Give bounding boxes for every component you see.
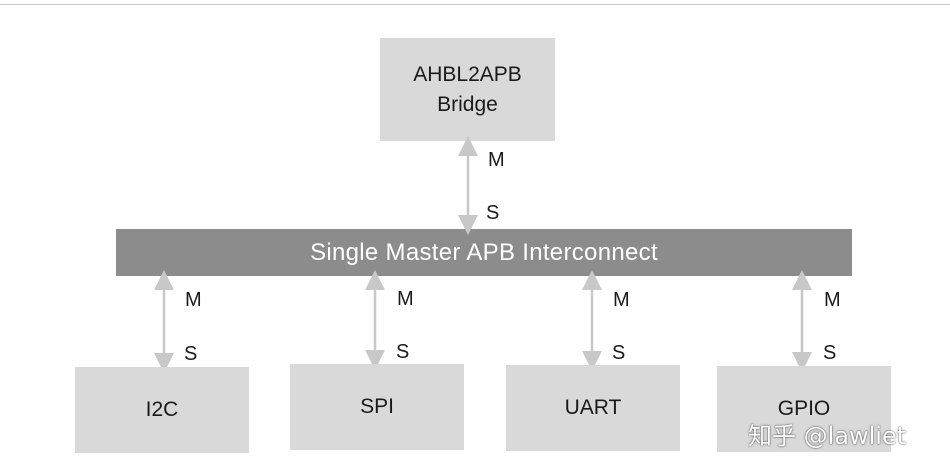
spi-master-port-label: M	[397, 288, 414, 310]
i2c-peripheral-box: I2C	[75, 367, 249, 453]
uart-label: UART	[564, 396, 622, 419]
ahbl2apb-bridge-box: AHBL2APB Bridge	[380, 38, 555, 141]
gpio-label: GPIO	[777, 397, 831, 420]
i2c-master-port-label: M	[185, 289, 202, 311]
bus-slave-port-label: S	[486, 202, 500, 224]
uart-slave-port-label: S	[612, 342, 626, 364]
uart-master-port-label: M	[613, 289, 630, 311]
apb-interconnect-bar: Single Master APB Interconnect	[116, 229, 852, 276]
i2c-label: I2C	[145, 398, 179, 421]
uart-peripheral-box: UART	[506, 365, 680, 451]
bridge-label-line1: AHBL2APB	[413, 62, 522, 86]
spi-peripheral-box: SPI	[290, 364, 464, 450]
bridge-master-port-label: M	[488, 149, 505, 171]
bridge-label-line2: Bridge	[437, 92, 498, 116]
i2c-slave-port-label: S	[184, 343, 198, 365]
gpio-peripheral-box: GPIO	[717, 366, 891, 452]
gpio-master-port-label: M	[824, 289, 841, 311]
spi-slave-port-label: S	[396, 341, 410, 363]
interconnect-label: Single Master APB Interconnect	[310, 238, 658, 266]
spi-label: SPI	[360, 395, 394, 418]
gpio-slave-port-label: S	[823, 342, 837, 364]
zhihu-watermark: 知乎 @lawliet	[748, 422, 907, 450]
top-divider	[0, 4, 950, 5]
